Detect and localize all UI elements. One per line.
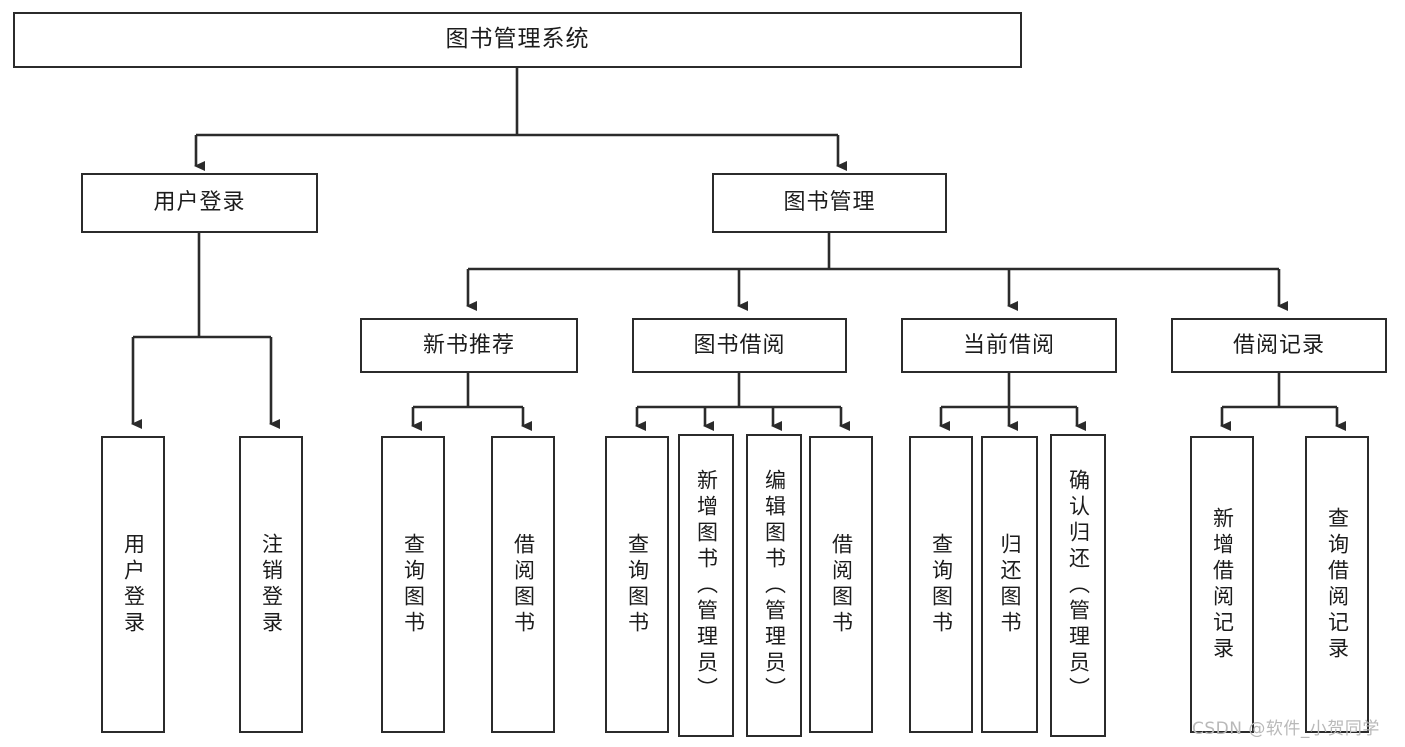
node-label: 新增借阅记录 <box>1210 506 1235 663</box>
leaf-query-borrow-record[interactable]: 查询借阅记录 <box>1305 436 1369 733</box>
node-label: 当前借阅 <box>962 332 1055 358</box>
node-root-system[interactable]: 图书管理系统 <box>13 12 1022 68</box>
node-label: 查询图书 <box>625 532 650 637</box>
node-label: 归还图书 <box>998 532 1022 637</box>
node-label: 借阅记录 <box>1232 332 1325 358</box>
csdn-watermark: CSDN @软件_小贺同学 <box>1192 719 1380 739</box>
node-label: 用户登录 <box>153 190 246 216</box>
node-label: 确认归还（管理员） <box>1066 468 1091 703</box>
leaf-borrow-book-recommend[interactable]: 借阅图书 <box>491 436 555 733</box>
node-book-borrow[interactable]: 图书借阅 <box>632 318 847 373</box>
leaf-add-book-admin[interactable]: 新增图书（管理员） <box>678 434 734 737</box>
leaf-return-book[interactable]: 归还图书 <box>981 436 1038 733</box>
node-label: 查询图书 <box>929 532 954 637</box>
node-label: 图书借阅 <box>693 332 786 358</box>
leaf-query-book-current[interactable]: 查询图书 <box>909 436 973 733</box>
leaf-query-book-recommend[interactable]: 查询图书 <box>381 436 445 733</box>
leaf-confirm-return-admin[interactable]: 确认归还（管理员） <box>1050 434 1106 737</box>
node-label: 新增图书（管理员） <box>694 468 719 703</box>
node-book-management[interactable]: 图书管理 <box>712 173 947 233</box>
node-label: 编辑图书（管理员） <box>762 468 787 703</box>
node-label: 查询借阅记录 <box>1325 506 1350 663</box>
node-label: 查询图书 <box>401 532 426 637</box>
leaf-query-book[interactable]: 查询图书 <box>605 436 669 733</box>
node-label: 注销登录 <box>259 532 284 637</box>
node-user-login[interactable]: 用户登录 <box>81 173 318 233</box>
node-label: 图书管理 <box>783 190 876 216</box>
node-new-book-recommend[interactable]: 新书推荐 <box>360 318 578 373</box>
leaf-edit-book-admin[interactable]: 编辑图书（管理员） <box>746 434 802 737</box>
node-label: 新书推荐 <box>422 332 515 358</box>
node-current-borrow[interactable]: 当前借阅 <box>901 318 1117 373</box>
leaf-borrow-book[interactable]: 借阅图书 <box>809 436 873 733</box>
leaf-logout[interactable]: 注销登录 <box>239 436 303 733</box>
node-label: 用户登录 <box>121 532 146 637</box>
node-label: 图书管理系统 <box>445 26 590 53</box>
node-label: 借阅图书 <box>511 532 536 637</box>
node-borrow-records[interactable]: 借阅记录 <box>1171 318 1387 373</box>
leaf-add-borrow-record[interactable]: 新增借阅记录 <box>1190 436 1254 733</box>
node-label: 借阅图书 <box>829 532 854 637</box>
leaf-user-login[interactable]: 用户登录 <box>101 436 165 733</box>
